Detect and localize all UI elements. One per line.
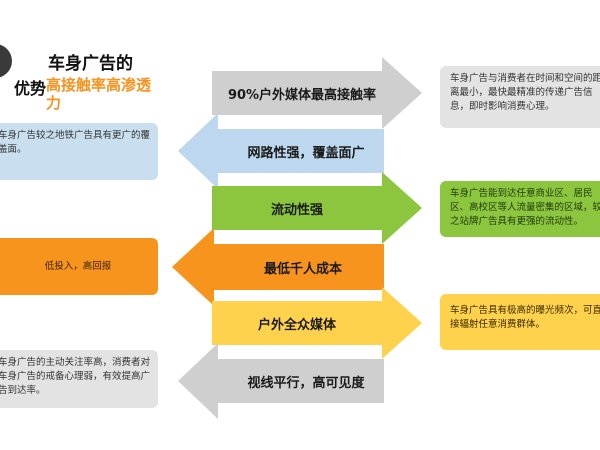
arrow-label: 视线平行，高可见度 [247, 375, 365, 391]
description-box-visibility: 车身广告的主动关注率高，消费者对车身广告的戒备心理弱，有效提高广告到达率。 [0, 350, 158, 408]
arrow-left-visibility: 视线平行，高可见度 [178, 343, 384, 419]
arrow-right-contact-rate: 90%户外媒体最高接触率 [212, 57, 422, 129]
description-box-coverage: 车身广告较之地铁广告具有更广的覆盖面。 [0, 123, 158, 180]
arrow-label: 流动性强 [270, 202, 323, 218]
arrow-left-cost: 最低千人成本 [172, 228, 384, 306]
arrow-label: 网路性强，覆盖面广 [247, 145, 365, 161]
description-box-contact-rate: 车身广告与消费者在时间和空间的距离最小，最快最精准的传递广告信息，即时影响消费心… [440, 66, 600, 128]
description-box-outdoor-media: 车身广告具有极高的曝光频次，可直接辐射任意消费群体。 [440, 294, 600, 350]
page-title-advantage: 优势 [14, 79, 47, 98]
arrow-right-outdoor-media: 户外全众媒体 [212, 287, 422, 359]
arrow-left-coverage: 网路性强，覆盖面广 [178, 113, 384, 189]
arrow-label: 最低千人成本 [263, 261, 342, 277]
description-box-mobility: 车身广告能到达任意商业区、居民区、高校区等人流量密集的区域，较之站牌广告具有更强… [440, 181, 600, 237]
arrow-label: 户外全众媒体 [257, 317, 336, 333]
description-box-cost: 低投入，高回报 [0, 238, 158, 295]
section-number-badge: 5 [0, 44, 12, 78]
arrow-right-mobility: 流动性强 [212, 172, 422, 244]
page-title-highlight: 高接触率高渗透力 [46, 76, 152, 112]
page-title: 车身广告的 [48, 54, 133, 74]
arrow-label: 90%户外媒体最高接触率 [227, 87, 377, 103]
